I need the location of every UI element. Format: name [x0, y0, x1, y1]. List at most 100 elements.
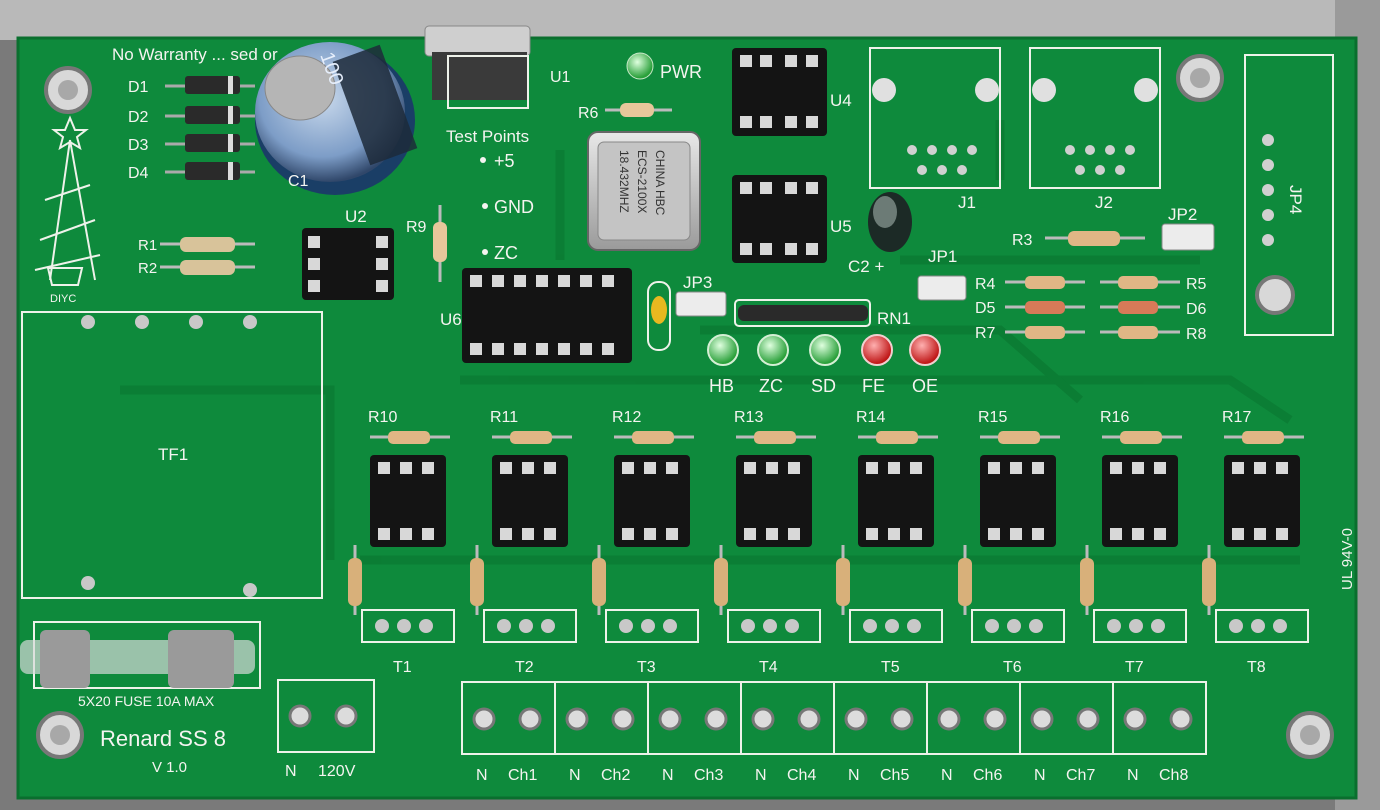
socket-pin: [622, 462, 634, 474]
terminal-screw-neutral[interactable]: [565, 707, 589, 731]
label-d2: D2: [128, 109, 149, 126]
terminal-channel-label: Ch5: [880, 767, 909, 784]
triac-pad: [863, 619, 877, 633]
triac-pad: [1273, 619, 1287, 633]
terminal-screw-channel[interactable]: [1169, 707, 1193, 731]
board-title: Renard SS 8: [100, 726, 226, 751]
socket-pin: [1010, 528, 1022, 540]
led-zc: ZC: [757, 334, 789, 396]
test-point-5v[interactable]: +5: [494, 151, 515, 171]
triac-footprint: [483, 609, 577, 643]
terminal-neutral-label: N: [848, 767, 860, 784]
channel-resistor-label: R14: [856, 409, 885, 426]
channel-resistor: [388, 431, 430, 444]
optocoupler-socket: [858, 455, 934, 547]
gate-resistor: [592, 558, 606, 606]
led-oe: OE: [909, 334, 941, 396]
diyc-logo: DIYC: [34, 115, 101, 305]
terminal-screw-neutral[interactable]: [751, 707, 775, 731]
terminal-screw-channel[interactable]: [890, 707, 914, 731]
resistor-network-rn1: RN1: [734, 299, 911, 328]
terminal-screw-neutral[interactable]: [937, 707, 961, 731]
label-r9: R9: [406, 219, 427, 236]
socket-pin: [1110, 528, 1122, 540]
diode-array: D1 D2 D3 D4: [128, 76, 255, 182]
triac-pad: [541, 619, 555, 633]
socket-pin: [378, 528, 390, 540]
socket-pin: [910, 462, 922, 474]
jumper-jp2[interactable]: JP2: [1161, 205, 1215, 251]
triac-pad: [1029, 619, 1043, 633]
triac-pad: [907, 619, 921, 633]
terminal-screw-neutral[interactable]: [1030, 707, 1054, 731]
fuse-label: 5X20 FUSE 10A MAX: [78, 693, 215, 709]
channel-resistor: [876, 431, 918, 444]
channel-resistor-label: R12: [612, 409, 641, 426]
terminal-screw-channel[interactable]: [1076, 707, 1100, 731]
terminal-neutral-label: N: [755, 767, 767, 784]
terminal-screw-channel[interactable]: [704, 707, 728, 731]
triac-label: T4: [759, 659, 778, 676]
jack-j2[interactable]: J2: [1029, 47, 1161, 212]
label-r7: R7: [975, 325, 996, 342]
socket-pin: [910, 528, 922, 540]
terminal-screw-channel[interactable]: [983, 707, 1007, 731]
label-r8: R8: [1186, 326, 1207, 343]
ic-socket-u4: U4: [732, 48, 852, 136]
label-jp1: JP1: [928, 247, 957, 266]
led-fe: FE: [861, 334, 893, 396]
resistor-r8: R8: [1100, 326, 1207, 343]
test-point-zc[interactable]: ZC: [494, 243, 518, 263]
terminal-screw-neutral[interactable]: [1123, 707, 1147, 731]
jumper-jp1[interactable]: JP1: [917, 247, 967, 301]
channel-resistor-label: R11: [490, 409, 518, 426]
socket-pin: [1110, 462, 1122, 474]
socket-pin: [666, 528, 678, 540]
socket-pin: [500, 528, 512, 540]
socket-pin: [500, 462, 512, 474]
label-rn1: RN1: [877, 309, 911, 328]
triac-label: T2: [515, 659, 534, 676]
gate-resistor: [1202, 558, 1216, 606]
crystal-origin: CHINA HBC: [653, 150, 667, 216]
terminal-screw-channel[interactable]: [797, 707, 821, 731]
triac-pad: [741, 619, 755, 633]
ic-socket-u5: U5: [732, 175, 852, 263]
output-terminal[interactable]: [1112, 681, 1207, 755]
socket-pin: [988, 462, 1000, 474]
triac-label: T5: [881, 659, 900, 676]
channel-resistor-label: R16: [1100, 409, 1129, 426]
optocoupler-socket: [736, 455, 812, 547]
triac-footprint: [849, 609, 943, 643]
terminal-screw-channel[interactable]: [518, 707, 542, 731]
test-point-gnd[interactable]: GND: [494, 197, 534, 217]
jumper-jp3[interactable]: JP3: [675, 273, 727, 317]
triac-footprint: [971, 609, 1065, 643]
gate-resistor: [348, 558, 362, 606]
terminal-channel-label: Ch2: [601, 767, 630, 784]
triac-pad: [619, 619, 633, 633]
test-points-title: Test Points: [446, 127, 529, 146]
label-r3: R3: [1012, 232, 1033, 249]
terminal-screw-neutral[interactable]: [472, 707, 496, 731]
terminal-screw-neutral[interactable]: [658, 707, 682, 731]
logo-text: DIYC: [50, 293, 76, 305]
terminal-screw-channel[interactable]: [611, 707, 635, 731]
socket-pin: [888, 528, 900, 540]
mains-terminal[interactable]: N 120V: [277, 679, 375, 780]
gate-resistor: [958, 558, 972, 606]
socket-pin: [644, 462, 656, 474]
socket-pin: [1132, 462, 1144, 474]
jack-j1[interactable]: J1: [869, 47, 1001, 212]
triac-pad: [785, 619, 799, 633]
header-jp4[interactable]: JP4: [1244, 54, 1334, 336]
diode-d5: D5: [975, 300, 1085, 317]
label-jp4: JP4: [1286, 185, 1305, 214]
label-c1: C1: [288, 173, 309, 190]
socket-pin: [788, 462, 800, 474]
terminal-screw-neutral[interactable]: [844, 707, 868, 731]
socket-pin: [744, 462, 756, 474]
